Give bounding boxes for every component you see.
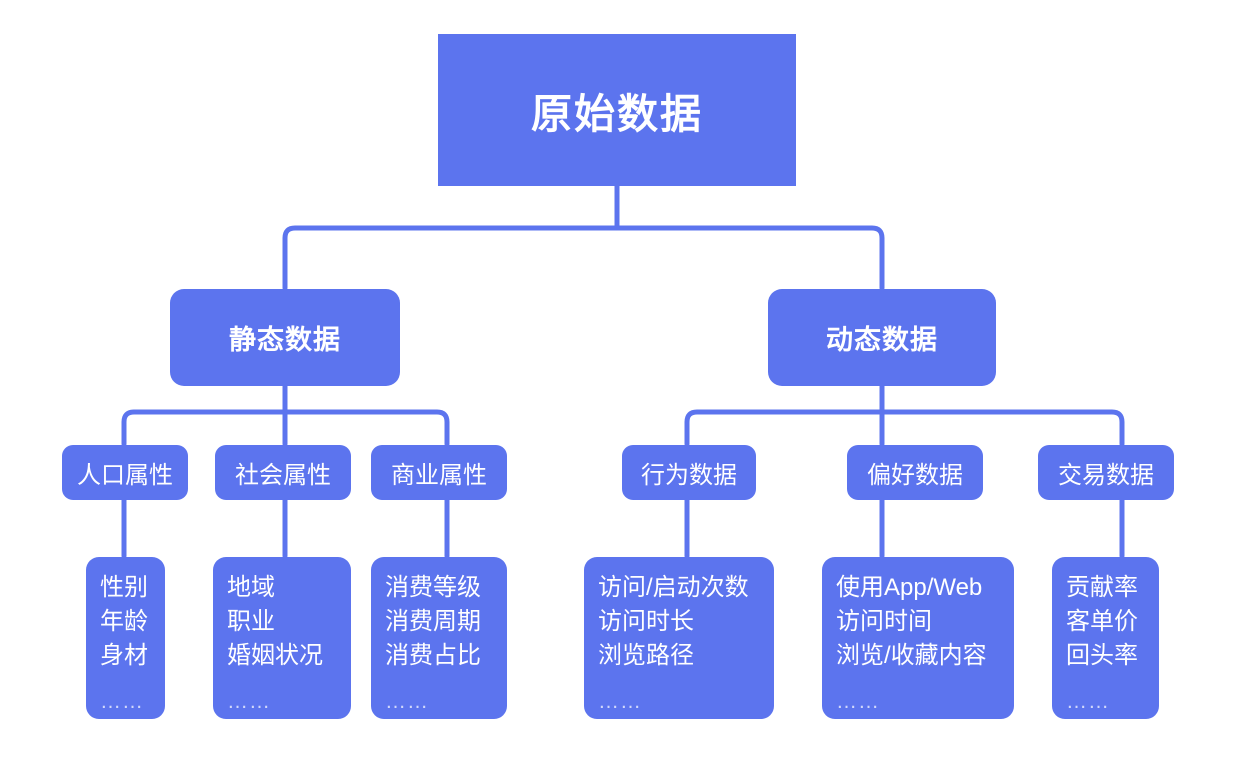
node-static-data-label: 静态数据 <box>229 325 341 355</box>
connector-dynamic-to-transaction <box>879 409 1125 447</box>
leaf-demographic-attributes[interactable]: 性别 年龄 身材 …… <box>86 557 165 719</box>
connector-static-to-commercial <box>282 409 450 447</box>
node-demographic-attributes[interactable]: 人口属性 <box>62 445 188 500</box>
leaf-ellipsis: …… <box>227 690 271 714</box>
leaf-ellipsis: …… <box>385 690 429 714</box>
leaf-ellipsis: …… <box>836 690 880 714</box>
node-raw-data[interactable]: 原始数据 <box>438 34 796 186</box>
node-transaction-data-label: 交易数据 <box>1058 462 1154 489</box>
node-preference-data[interactable]: 偏好数据 <box>847 445 983 500</box>
leaf-line: 职业 <box>227 608 275 636</box>
leaf-line: 地域 <box>227 574 275 601</box>
node-social-attributes[interactable]: 社会属性 <box>215 445 351 500</box>
leaf-line: 年龄 <box>100 608 148 636</box>
leaf-line: 贡献率 <box>1066 574 1138 601</box>
node-dynamic-data[interactable]: 动态数据 <box>768 289 996 386</box>
node-demographic-attributes-label: 人口属性 <box>77 462 173 489</box>
leaf-line: 消费等级 <box>385 574 481 601</box>
leaf-line: 浏览/收藏内容 <box>836 642 987 670</box>
connector-static-to-demographic <box>121 409 288 447</box>
leaf-ellipsis: …… <box>598 690 642 714</box>
leaf-commercial-attributes[interactable]: 消费等级 消费周期 消费占比 …… <box>371 557 507 719</box>
leaf-preference-data[interactable]: 使用App/Web 访问时间 浏览/收藏内容 …… <box>822 557 1014 719</box>
node-transaction-data[interactable]: 交易数据 <box>1038 445 1174 500</box>
leaf-line: 消费占比 <box>385 642 481 670</box>
node-social-attributes-label: 社会属性 <box>235 462 331 489</box>
leaf-line: 性别 <box>100 574 148 601</box>
leaf-line: 婚姻状况 <box>227 642 323 670</box>
leaf-line: 浏览路径 <box>598 642 694 670</box>
connector-root-to-dynamic <box>614 225 885 291</box>
leaf-line: 身材 <box>100 642 148 670</box>
leaf-line: 消费周期 <box>385 608 481 636</box>
leaf-ellipsis: …… <box>1066 690 1110 714</box>
node-commercial-attributes[interactable]: 商业属性 <box>371 445 507 500</box>
leaf-line: 回头率 <box>1066 642 1138 670</box>
node-behavior-data-label: 行为数据 <box>641 462 737 489</box>
connector-dynamic-to-behavior <box>684 409 885 447</box>
leaf-line: 使用App/Web <box>836 574 983 601</box>
leaf-line: 访问时间 <box>836 608 932 636</box>
node-static-data[interactable]: 静态数据 <box>170 289 400 386</box>
leaf-ellipsis: …… <box>100 690 144 714</box>
node-raw-data-label: 原始数据 <box>531 91 703 137</box>
connector-root-to-static <box>282 225 620 291</box>
leaf-behavior-data[interactable]: 访问/启动次数 访问时长 浏览路径 …… <box>584 557 774 719</box>
node-commercial-attributes-label: 商业属性 <box>391 462 487 489</box>
leaf-line: 客单价 <box>1066 608 1138 636</box>
node-behavior-data[interactable]: 行为数据 <box>622 445 756 500</box>
node-preference-data-label: 偏好数据 <box>867 462 963 489</box>
leaf-line: 访问时长 <box>598 608 694 636</box>
node-dynamic-data-label: 动态数据 <box>826 325 938 355</box>
leaf-line: 访问/启动次数 <box>598 574 749 601</box>
leaf-social-attributes[interactable]: 地域 职业 婚姻状况 …… <box>213 557 351 719</box>
leaf-transaction-data[interactable]: 贡献率 客单价 回头率 …… <box>1052 557 1159 719</box>
